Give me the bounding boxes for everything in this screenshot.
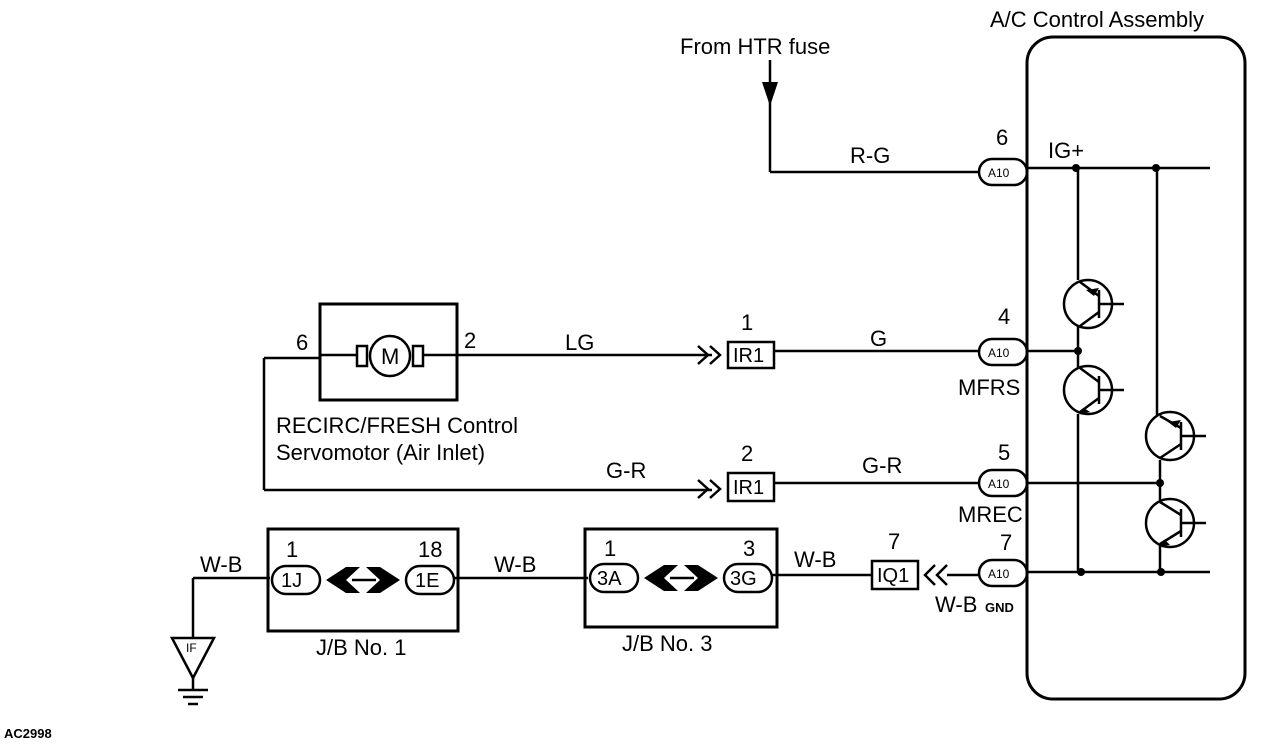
jb3-double-arrow-icon bbox=[644, 565, 718, 591]
pin-mrec-name: MREC bbox=[958, 502, 1023, 527]
jb3-box bbox=[583, 527, 779, 629]
jb1-left-pin: 1 bbox=[286, 537, 298, 562]
wire-label-gr-right: G-R bbox=[862, 453, 902, 478]
pin-ig-number: 6 bbox=[996, 125, 1008, 150]
ground-icon bbox=[169, 636, 217, 706]
fuse-arrow-icon bbox=[762, 82, 778, 106]
wire-label-wb-gnd: W-B bbox=[935, 592, 977, 617]
a10-label: A10 bbox=[988, 477, 1010, 491]
pin-mfrs-name: MFRS bbox=[958, 375, 1020, 400]
wire-label-lg: LG bbox=[565, 330, 594, 355]
ir1-pin-bottom: 2 bbox=[741, 441, 753, 466]
jb1-left-conn-label: 1J bbox=[281, 570, 302, 592]
ir1-connector-top bbox=[726, 340, 776, 370]
pin-mfrs-number: 4 bbox=[998, 304, 1010, 329]
jb1-box bbox=[266, 527, 460, 633]
wire-label-wb-iq: W-B bbox=[794, 547, 836, 572]
chevron-icon bbox=[709, 345, 722, 365]
assembly-internal-circuit bbox=[1027, 164, 1210, 576]
jb3-left-conn-label: 3A bbox=[597, 568, 622, 590]
chevron-icon bbox=[923, 564, 936, 586]
chevron-icon bbox=[935, 564, 948, 586]
jb3-label: J/B No. 3 bbox=[622, 631, 712, 656]
gnd-sub-label: GND bbox=[985, 600, 1014, 615]
jb3-right-connector bbox=[722, 562, 774, 594]
jb3-left-pin: 1 bbox=[604, 536, 616, 561]
motor-letter: M bbox=[381, 344, 399, 369]
wire-label-rg: R-G bbox=[850, 143, 890, 168]
jb3-right-pin: 3 bbox=[743, 536, 755, 561]
jb1-left-connector bbox=[270, 564, 322, 596]
servo-label-line2: Servomotor (Air Inlet) bbox=[276, 440, 485, 465]
wire-label-gr-left: G-R bbox=[606, 458, 646, 483]
servomotor-box bbox=[318, 302, 459, 402]
pin-ig-name: IG+ bbox=[1048, 138, 1084, 163]
assembly-title: A/C Control Assembly bbox=[990, 7, 1204, 32]
a10-label: A10 bbox=[988, 346, 1010, 360]
pin-gnd-number: 7 bbox=[1000, 530, 1012, 555]
transistor-4 bbox=[1144, 497, 1206, 549]
jb3-left-connector bbox=[588, 562, 640, 594]
ir1-pin-top: 1 bbox=[741, 310, 753, 335]
a10-connector-gnd: A10 bbox=[977, 558, 1029, 588]
a10-connector-mrec: A10 bbox=[977, 468, 1029, 498]
iq1-label: IQ1 bbox=[877, 565, 909, 587]
a10-connector-mfrs: A10 bbox=[977, 337, 1029, 367]
transistor-1 bbox=[1062, 278, 1124, 330]
ac-control-assembly-box bbox=[1025, 35, 1247, 701]
chevron-icon bbox=[697, 479, 710, 499]
a10-label: A10 bbox=[988, 567, 1010, 581]
transistor-2 bbox=[1062, 364, 1124, 416]
pin-mrec-number: 5 bbox=[998, 440, 1010, 465]
ground-code: IF bbox=[186, 641, 197, 655]
chevron-icon bbox=[697, 345, 710, 365]
from-fuse-label: From HTR fuse bbox=[680, 34, 830, 59]
ir1-connector-bottom bbox=[726, 471, 776, 503]
servo-pin-left: 6 bbox=[296, 330, 308, 355]
servo-label-line1: RECIRC/FRESH Control bbox=[276, 413, 518, 438]
chevron-icon bbox=[709, 479, 722, 499]
a10-connector-ig: A10 bbox=[977, 157, 1029, 187]
ir1-label-bottom: IR1 bbox=[733, 477, 764, 499]
jb1-right-conn-label: 1E bbox=[415, 570, 439, 592]
jb1-right-connector bbox=[404, 564, 456, 596]
wire-label-wb-ground: W-B bbox=[200, 552, 242, 577]
jb1-label: J/B No. 1 bbox=[316, 635, 406, 660]
jb1-double-arrow-icon bbox=[326, 567, 400, 593]
motor-symbol bbox=[320, 334, 457, 378]
ir1-label-top: IR1 bbox=[733, 345, 764, 367]
a10-label: A10 bbox=[988, 166, 1010, 180]
wire-label-wb-jb: W-B bbox=[494, 552, 536, 577]
wire-label-g: G bbox=[870, 326, 887, 351]
servo-pin-right: 2 bbox=[464, 328, 476, 353]
diagram-code: AC2998 bbox=[4, 726, 52, 741]
iq1-connector bbox=[870, 559, 920, 591]
transistor-3 bbox=[1144, 410, 1206, 462]
jb1-right-pin: 18 bbox=[418, 537, 442, 562]
iq1-pin: 7 bbox=[888, 529, 900, 554]
jb3-right-conn-label: 3G bbox=[730, 568, 757, 590]
